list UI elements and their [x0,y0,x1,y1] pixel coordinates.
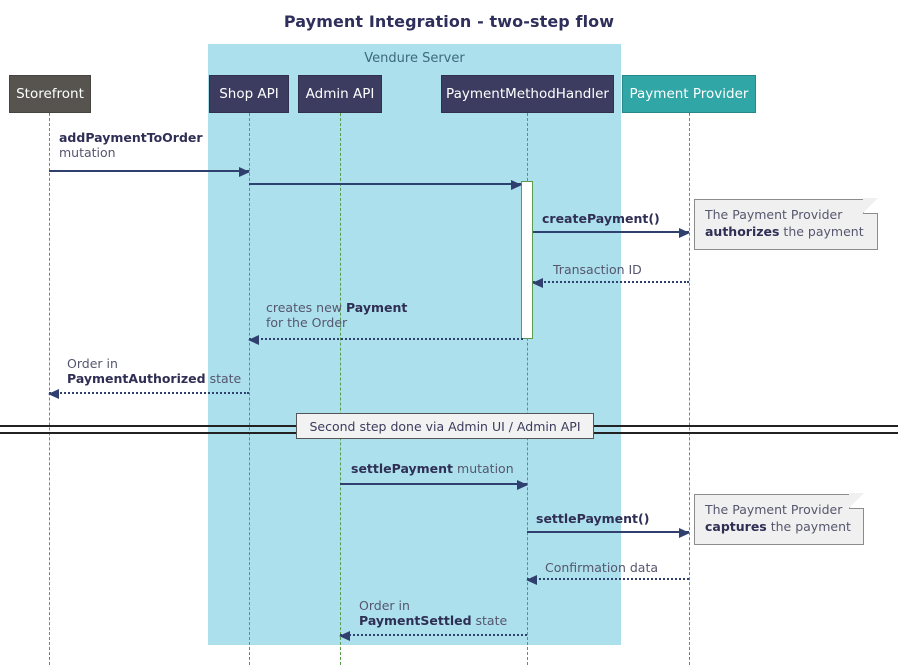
label-transaction-id-text: Transaction ID [553,262,642,277]
label-payment-settled-rest: state [471,613,508,628]
message-transaction-id [532,278,689,288]
label-settle-payment-mutation-bold: settlePayment [351,461,454,476]
note-authorizes-line1: The Payment Provider [705,207,843,222]
message-settle-payment-mutation [340,480,528,490]
message-settle-payment-call [527,528,690,538]
lifeline-payment-provider [689,113,690,665]
arrowhead-right-icon [239,167,250,177]
arrowhead-right-icon [679,228,690,238]
message-creates-new-payment [248,335,523,345]
lifeline-payment-method-handler [527,113,528,665]
message-create-payment [533,228,690,238]
label-creates-new-bold: Payment [345,300,408,315]
label-creates-new-line2: for the Order [266,315,348,330]
label-transaction-id: Transaction ID [553,262,642,277]
lifeline-shop-api [249,113,250,665]
message-add-payment-to-order [49,167,250,177]
vendure-server-label: Vendure Server [364,51,465,66]
page-title: Payment Integration - two-step flow [283,12,615,31]
label-order-in-2: Order in [359,598,410,613]
arrowhead-left-icon [339,631,350,641]
vendure-server-container [208,44,621,645]
label-settle-payment-mutation-rest: mutation [453,461,514,476]
label-payment-settled-bold: PaymentSettled [359,613,472,628]
label-order-payment-authorized: Order in PaymentAuthorized state [67,356,241,386]
message-order-payment-settled [339,631,527,641]
arrowhead-left-icon [526,575,537,585]
message-order-payment-authorized [48,389,249,399]
label-create-payment-bold: createPayment() [542,211,660,226]
arrowhead-left-icon [532,278,543,288]
note-authorizes-bold: authorizes [705,224,780,239]
label-payment-authorized-rest: state [205,371,242,386]
message-confirmation-data [526,575,689,585]
participant-storefront[interactable]: Storefront [9,75,91,113]
label-confirmation-data-text: Confirmation data [545,560,659,575]
arrowhead-left-icon [48,389,59,399]
note-captures: The Payment Provider captures the paymen… [694,493,864,545]
label-settle-payment-call-bold: settlePayment() [536,511,650,526]
lifeline-admin-api [340,113,341,665]
label-creates-new-payment: creates new Payment for the Order [266,300,407,330]
label-order-payment-settled: Order in PaymentSettled state [359,598,507,628]
label-settle-payment-mutation: settlePayment mutation [351,461,514,476]
label-add-payment-to-order: addPaymentToOrder mutation [59,130,203,160]
arrowhead-left-icon [248,335,259,345]
participant-payment-method-handler[interactable]: PaymentMethodHandler [441,75,614,113]
note-fold-icon [863,198,878,214]
label-settle-payment-call: settlePayment() [536,511,649,526]
arrowhead-right-icon [517,480,528,490]
note-authorizes-rest: the payment [779,224,864,239]
activation-bar-payment-method-handler [521,181,533,339]
label-add-payment-to-order-rest: mutation [59,145,116,160]
arrowhead-right-icon [511,180,522,190]
label-order-in-1: Order in [67,356,118,371]
note-captures-line1: The Payment Provider [705,502,843,517]
arrowhead-right-icon [679,528,690,538]
note-authorizes: The Payment Provider authorizes the paym… [694,198,878,250]
note-captures-rest: the payment [766,519,851,534]
participant-admin-api[interactable]: Admin API [298,75,382,113]
participant-shop-api[interactable]: Shop API [209,75,289,113]
label-create-payment: createPayment() [542,211,660,226]
label-confirmation-data: Confirmation data [545,560,658,575]
label-creates-new-prefix: creates new [266,300,346,315]
note-fold-icon [849,493,864,509]
participant-payment-provider[interactable]: Payment Provider [622,75,756,113]
label-add-payment-to-order-bold: addPaymentToOrder [59,130,203,145]
note-captures-bold: captures [705,519,767,534]
divider-label: Second step done via Admin UI / Admin AP… [296,413,594,439]
label-payment-authorized-bold: PaymentAuthorized [67,371,206,386]
message-shop-api-to-handler [249,180,522,190]
